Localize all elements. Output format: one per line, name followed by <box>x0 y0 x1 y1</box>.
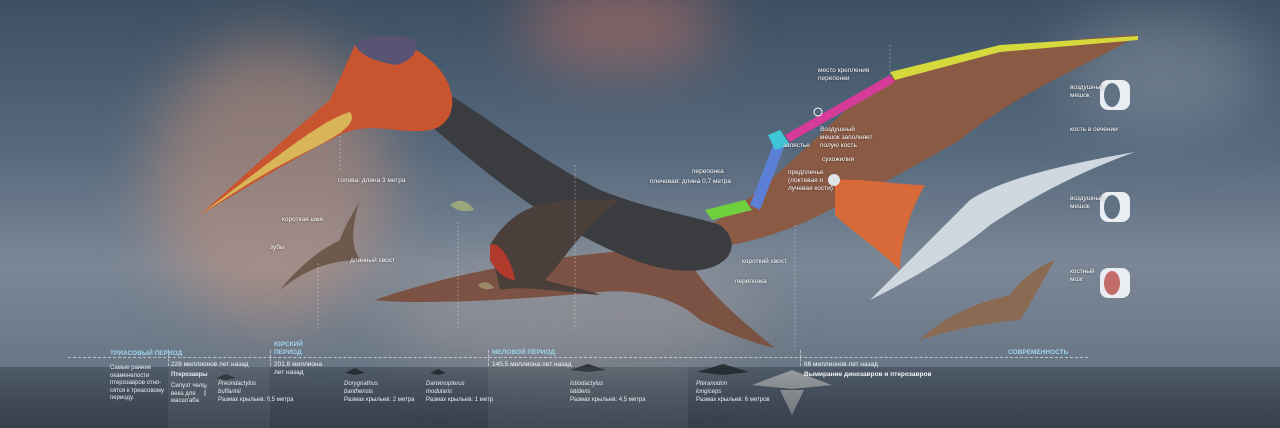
date-228: 228 миллионов лет назад <box>171 361 249 368</box>
label-long-tail: длинный хвост <box>350 257 395 264</box>
sky-glow-right <box>1060 10 1260 130</box>
timeline-band <box>0 367 1280 428</box>
label-tendon: сухожилия <box>822 156 855 163</box>
scale-note: Силуэт чело- века для масштаба <box>171 383 208 404</box>
timeline-axis <box>68 357 1088 358</box>
mid-pterosaur-crest <box>490 244 515 280</box>
bone-cylinder-1 <box>1100 80 1130 110</box>
label-teeth: зубы <box>270 244 285 251</box>
albatross <box>870 152 1135 300</box>
left-pterosaur <box>280 200 360 290</box>
date-145: 145,5 миллиона лет назад <box>492 361 572 368</box>
species-name-3: Darwinopterus modularis <box>426 381 465 395</box>
wingsuit-human <box>835 179 925 270</box>
period-triassic: ТРИАСОВЫЙ ПЕРИОД <box>110 350 183 357</box>
label-short-tail: короткий хвост <box>742 258 787 265</box>
marker-airsac <box>813 107 823 117</box>
label-wrist: запястье <box>783 142 810 149</box>
label-bone-section: кость в сечении <box>1070 126 1118 133</box>
label-forearm: предплечье (локтевая и лучевая кости) <box>788 169 833 192</box>
column-shade-1 <box>168 367 270 428</box>
species-name-2: Dorygnathus banthensis <box>344 381 379 395</box>
bone-wrist <box>768 130 790 150</box>
period-modern: СОВРЕМЕННОСТЬ <box>1008 349 1069 356</box>
group-label: Птерозавры <box>171 372 208 378</box>
bone-cylinder-2 <box>1100 192 1130 222</box>
main-crest <box>355 35 417 65</box>
label-membrane-attach: место крепления перепонки <box>818 67 870 82</box>
bone-forearm <box>750 140 785 210</box>
species-wing-4: Размах крыльев: 4,5 метра <box>570 397 646 403</box>
label-air-sac-fills: Воздушный мешок заполняет полую кость <box>820 126 873 149</box>
species-wing-2: Размах крыльев: 2 метра <box>344 397 415 403</box>
label-short-neck: короткая шея <box>282 216 323 223</box>
tiny-pterosaur-2 <box>478 282 494 290</box>
label-humerus: плечевая: длина 0,7 метра <box>650 178 731 185</box>
extinction-label: Вымирание динозавров и птерозавров <box>804 371 932 378</box>
main-beak <box>200 112 352 215</box>
bone-humerus <box>705 200 752 220</box>
date-201: 201,6 миллиона лет назад <box>274 361 323 376</box>
tick-triassic <box>168 350 169 366</box>
tick-cretaceous <box>488 350 489 366</box>
main-upper-wing <box>700 35 1138 250</box>
species-name-1: Preondactylus buffarinii <box>218 381 257 395</box>
bone-cylinder-3 <box>1100 268 1130 298</box>
wingsuit-helmet <box>828 174 840 186</box>
bone-finger <box>890 36 1138 80</box>
column-shade-2 <box>488 367 688 428</box>
intro-note: Самые ранние окаменелости птерозавров от… <box>110 365 164 401</box>
main-lower-wing <box>375 250 775 348</box>
mid-pterosaur <box>490 199 620 295</box>
label-marrow: костный мозг <box>1070 268 1095 283</box>
species-wing-3: Размах крыльев: 1 метр <box>426 397 494 403</box>
label-membrane-lower: перепонка <box>735 278 767 285</box>
tick-jurassic <box>270 350 271 366</box>
species-name-5: Pteranodon longiceps <box>696 381 728 395</box>
bone-metacarpal <box>785 75 895 142</box>
label-air-sac-1: воздушный мешок <box>1070 84 1104 99</box>
period-cretaceous: МЕЛОВОЙ ПЕРИОД <box>492 349 556 356</box>
main-body <box>420 80 732 271</box>
label-head: голова: длина 3 метра <box>338 177 406 184</box>
species-name-4: Istiodactylus latidens <box>570 381 604 395</box>
sky-glow-top <box>520 0 720 70</box>
species-wing-1: Размах крыльев: 0,5 метра <box>218 397 294 403</box>
bat <box>920 260 1055 340</box>
period-jurassic: ЮРСКИЙ ПЕРИОД <box>274 341 303 356</box>
tick-extinction <box>800 350 801 366</box>
label-membrane-upper: перепонка <box>692 168 724 175</box>
species-wing-5: Размах крыльев: 6 метров <box>696 397 770 403</box>
label-air-sac-2: воздушный мешок <box>1070 195 1104 210</box>
tiny-pterosaur-1 <box>450 200 474 212</box>
date-66: 66 миллионов лет назад <box>804 361 878 368</box>
